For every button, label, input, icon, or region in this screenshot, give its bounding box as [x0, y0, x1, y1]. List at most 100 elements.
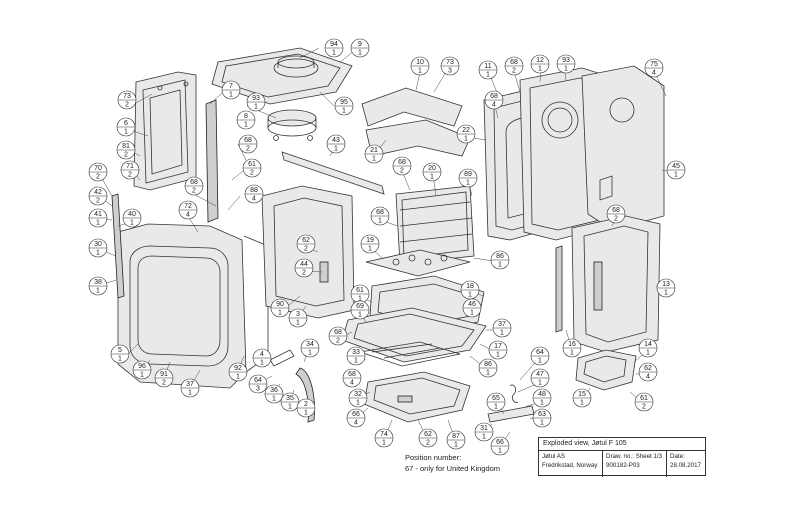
callout-quantity: 1: [358, 296, 362, 303]
callout-40: 401: [122, 208, 142, 228]
callout-part-number: 70: [94, 165, 102, 172]
callout-95: 951: [334, 96, 354, 116]
callout-74: 741: [374, 428, 394, 448]
callout-quantity: 4: [354, 420, 358, 427]
callout-part-number: 86: [496, 253, 504, 260]
callout-part-number: 12: [536, 57, 544, 64]
callout-7: 71: [221, 80, 241, 100]
title-block-draw-no: 900182-P03: [606, 461, 640, 469]
callout-quantity: 1: [482, 434, 486, 441]
callout-part-number: 40: [128, 211, 136, 218]
callout-part-number: 92: [234, 365, 242, 372]
callout-68: 682: [184, 176, 204, 196]
callout-88: 884: [244, 184, 264, 204]
baffle-rod: [281, 151, 385, 195]
callout-part-number: 43: [332, 137, 340, 144]
callout-68: 684: [484, 90, 504, 110]
burner-plate: [395, 185, 475, 265]
callout-19: 191: [360, 234, 380, 254]
callout-part-number: 8: [244, 113, 248, 120]
callout-96: 961: [132, 360, 152, 380]
callout-part-number: 63: [538, 411, 546, 418]
callout-quantity: 2: [336, 338, 340, 345]
callout-15: 151: [572, 388, 592, 408]
callout-part-number: 73: [123, 93, 131, 100]
callout-part-number: 34: [306, 341, 314, 348]
title-block-company-cell: Jøtul AS Fredrikstad, Norway: [539, 451, 603, 477]
callout-part-number: 88: [250, 187, 258, 194]
callout-quantity: 1: [580, 400, 584, 407]
callout-part-number: 72: [184, 203, 192, 210]
callout-quantity: 4: [252, 196, 256, 203]
callout-quantity: 1: [244, 122, 248, 129]
flue-collar: [267, 109, 317, 141]
callout-22: 221: [456, 124, 476, 144]
callout-quantity: 1: [96, 220, 100, 227]
callout-quantity: 1: [464, 136, 468, 143]
callout-part-number: 36: [270, 387, 278, 394]
callout-quantity: 1: [564, 66, 568, 73]
callout-part-number: 68: [376, 209, 384, 216]
callout-quantity: 1: [296, 320, 300, 327]
callout-part-number: 41: [94, 211, 102, 218]
callout-quantity: 3: [256, 386, 260, 393]
callout-part-number: 33: [352, 349, 360, 356]
stove-parts: [111, 47, 665, 423]
callout-quantity: 1: [368, 246, 372, 253]
callout-quantity: 1: [372, 156, 376, 163]
callout-quantity: 1: [140, 372, 144, 379]
callout-part-number: 6: [124, 120, 128, 127]
callout-91: 912: [154, 368, 174, 388]
callout-part-number: 5: [118, 347, 122, 354]
callout-68: 682: [238, 134, 258, 154]
callout-part-number: 87: [452, 433, 460, 440]
callout-quantity: 1: [342, 108, 346, 115]
callout-quantity: 1: [468, 292, 472, 299]
callout-quantity: 1: [96, 288, 100, 295]
callout-quantity: 1: [229, 92, 233, 99]
callout-72: 724: [178, 200, 198, 220]
ash-grate: [359, 341, 461, 367]
callout-quantity: 1: [358, 312, 362, 319]
callout-quantity: 1: [674, 172, 678, 179]
callout-quantity: 1: [500, 330, 504, 337]
callout-quantity: 2: [162, 380, 166, 387]
callout-quantity: 1: [454, 442, 458, 449]
callout-part-number: 46: [468, 301, 476, 308]
title-block-drawing-cell: Draw. no.: Sheet 1/3 900182-P03: [603, 451, 667, 477]
callout-62: 624: [638, 362, 658, 382]
callout-45: 451: [666, 160, 686, 180]
position-note: Position number: 67 - only for United Ki…: [405, 452, 500, 474]
callout-47: 471: [530, 368, 550, 388]
callout-part-number: 10: [416, 59, 424, 66]
callout-quantity: 4: [350, 380, 354, 387]
callout-quantity: 1: [494, 404, 498, 411]
callout-quantity: 1: [124, 129, 128, 136]
callout-part-number: 35: [286, 395, 294, 402]
title-block-company: Jøtul AS: [542, 453, 566, 460]
grate: [365, 249, 471, 277]
bottom-plate: [363, 371, 471, 423]
callout-6: 61: [116, 117, 136, 137]
callout-quantity: 2: [304, 246, 308, 253]
callout-quantity: 2: [250, 170, 254, 177]
callout-9: 91: [350, 38, 370, 58]
callout-64: 643: [248, 374, 268, 394]
callout-71: 712: [120, 160, 140, 180]
callout-37: 371: [492, 318, 512, 338]
spring: [509, 384, 519, 403]
callout-quantity: 1: [538, 380, 542, 387]
title-block-date-cell: Date: 28.08.2017: [667, 451, 707, 477]
callout-part-number: 21: [370, 147, 378, 154]
callout-part-number: 3: [296, 311, 300, 318]
callout-part-number: 68: [190, 179, 198, 186]
callout-38: 381: [88, 276, 108, 296]
callout-11: 111: [478, 60, 498, 80]
callout-part-number: 61: [640, 395, 648, 402]
callout-quantity: 4: [186, 212, 190, 219]
callout-quantity: 1: [418, 68, 422, 75]
callout-quantity: 1: [486, 370, 490, 377]
callout-quantity: 1: [288, 404, 292, 411]
callout-part-number: 93: [252, 95, 260, 102]
callout-quantity: 1: [382, 440, 386, 447]
